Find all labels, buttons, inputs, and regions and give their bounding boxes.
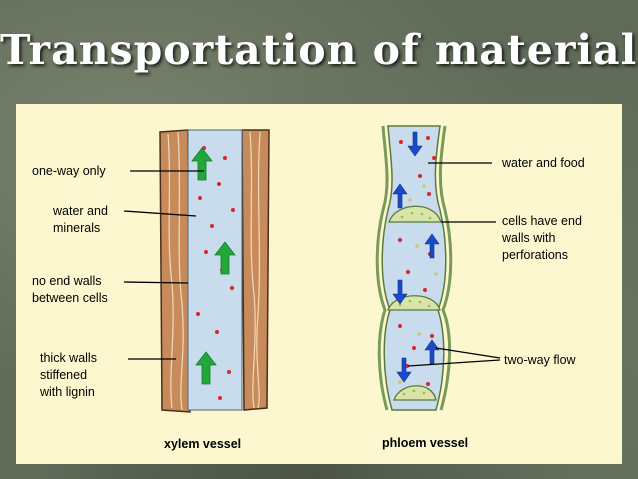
water-minerals-pointer-line — [123, 210, 197, 217]
label-end-walls-2: walls with — [501, 231, 556, 245]
xylem-left-wall — [159, 129, 191, 413]
blue-down-arrow-icon — [392, 279, 408, 305]
xylem-caption: xylem vessel — [164, 437, 241, 451]
blue-down-arrow-icon — [407, 131, 423, 157]
phloem-caption: phloem vessel — [382, 436, 468, 450]
label-end-walls-3: perforations — [502, 248, 568, 262]
two-way-pointer-line-2 — [407, 359, 501, 367]
label-no-end-walls-2: between cells — [32, 291, 108, 305]
wood-grain — [167, 131, 261, 411]
xylem-lumen — [187, 129, 243, 411]
blue-up-arrow-icon — [424, 233, 440, 259]
diagram-panel: one-way only water and minerals no end w… — [16, 104, 622, 464]
phloem-left-wall — [375, 125, 389, 411]
phloem-particles — [398, 136, 436, 386]
green-up-arrow-icon — [214, 241, 236, 275]
phloem-tube — [381, 125, 447, 411]
label-thick-walls-3: with lignin — [39, 385, 95, 399]
sieve-pores — [398, 211, 432, 396]
phloem-right-wall — [438, 125, 453, 411]
xylem-right-wall — [241, 129, 270, 411]
label-one-way: one-way only — [32, 164, 106, 178]
blue-up-arrow-icon — [392, 183, 408, 209]
two-way-pointer-line-1 — [435, 347, 501, 359]
no-end-walls-pointer-line — [123, 281, 189, 284]
label-water-minerals-1: water and — [52, 204, 108, 218]
label-end-walls-1: cells have end — [502, 214, 582, 228]
label-water-minerals-2: minerals — [53, 221, 100, 235]
blue-down-arrow-icon — [396, 357, 412, 383]
diagram-svg: one-way only water and minerals no end w… — [32, 125, 585, 451]
slide-title: Transportation of materials — [0, 26, 638, 74]
phloem-vessel: water and food cells have end walls with… — [375, 125, 585, 450]
label-thick-walls-1: thick walls — [40, 351, 97, 365]
label-no-end-walls-1: no end walls — [32, 274, 102, 288]
label-thick-walls-2: stiffened — [40, 368, 87, 382]
label-water-food: water and food — [501, 156, 585, 170]
blue-up-arrow-icon — [424, 339, 440, 365]
xylem-vessel: one-way only water and minerals no end w… — [32, 129, 270, 451]
green-up-arrow-icon — [191, 147, 213, 181]
label-two-way: two-way flow — [504, 353, 577, 367]
green-up-arrow-icon — [195, 351, 217, 385]
